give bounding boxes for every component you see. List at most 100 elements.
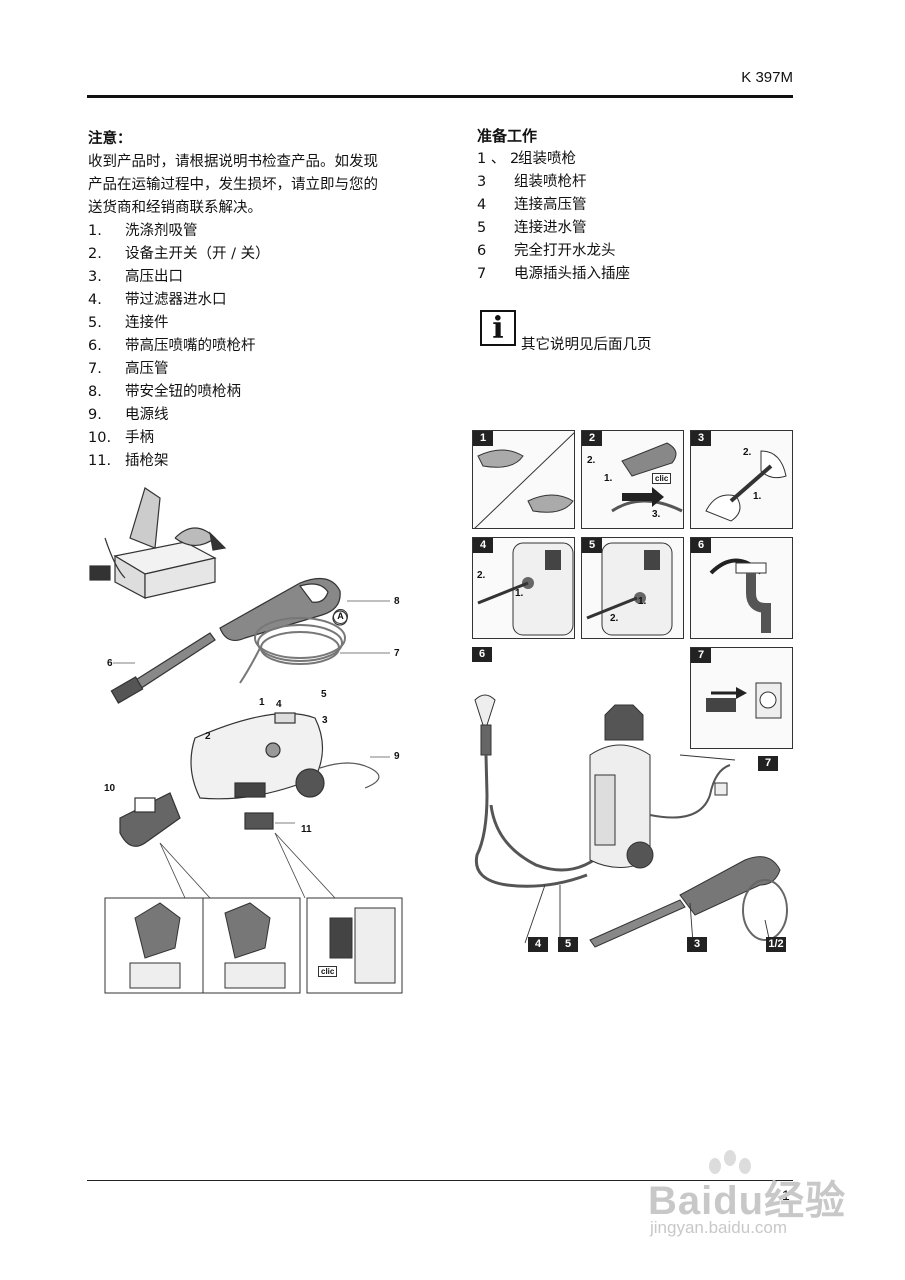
- step-badge: 2: [582, 431, 602, 446]
- callout-label: 11: [301, 824, 312, 835]
- step-badge: 6: [691, 538, 711, 553]
- step-mark: 1.: [753, 491, 762, 502]
- step-panel-5: 5 1. 2.: [581, 537, 684, 639]
- step-mark: 3.: [652, 509, 661, 520]
- info-text: 其它说明见后面几页: [521, 337, 652, 353]
- power-cord: [649, 764, 731, 819]
- callout-tag: 1/2: [766, 937, 786, 952]
- footer-rule: [87, 1180, 793, 1181]
- assembly-inset: [104, 897, 403, 994]
- watermark-logo: Baidu经验: [648, 1179, 847, 1223]
- step-panel-2: 2 2. 1. 3. clic: [581, 430, 684, 529]
- step-6-illustration: [709, 558, 771, 633]
- parts-item: 4.带过滤器进水口: [88, 292, 227, 308]
- step-badge: 3: [691, 431, 711, 446]
- parts-item: 1.洗涤剂吸管: [88, 223, 198, 239]
- step-mark: 1.: [638, 596, 647, 607]
- note-line: 送货商和经销商联系解决。: [88, 200, 262, 216]
- note-body: 收到产品时，请根据说明书检查产品。如发现 产品在运输过程中，发生损坏，请立即与您…: [88, 151, 433, 220]
- step-mark: 1.: [604, 473, 613, 484]
- callout-label: 9: [394, 751, 400, 762]
- parts-item: 8.带安全钮的喷枪柄: [88, 384, 241, 400]
- handle-part: [119, 792, 181, 847]
- callout-label: 8: [394, 596, 400, 607]
- step-badge: 1: [473, 431, 493, 446]
- step-mark: 2.: [743, 447, 752, 458]
- callout-tag: 5: [558, 937, 578, 952]
- prep-title: 准备工作: [477, 127, 538, 145]
- callout-label: 5: [321, 689, 327, 700]
- gun-and-lance: [589, 856, 788, 948]
- callout-label: 1: [259, 697, 265, 708]
- unboxing-illustration: [89, 487, 227, 599]
- step-2-illustration: [611, 442, 683, 513]
- paw-icon: [709, 1150, 751, 1174]
- step-mark: 2.: [587, 455, 596, 466]
- step-4-illustration: [477, 542, 574, 636]
- step-panel-1: 1: [472, 430, 575, 529]
- parts-item: 6.带高压喷嘴的喷枪杆: [88, 338, 256, 354]
- callout-label: 10: [104, 783, 116, 794]
- callout-tag: 7: [758, 756, 778, 771]
- pressure-washer-unit: [190, 712, 380, 800]
- step-mark: 2.: [477, 570, 486, 581]
- callout-label: 7: [394, 648, 400, 659]
- note-line: 收到产品时，请根据说明书检查产品。如发现: [88, 154, 378, 170]
- clic-label: clic: [652, 473, 672, 484]
- parts-item: 11.插枪架: [88, 453, 169, 469]
- step-7-illustration: [706, 682, 782, 719]
- washer-unit: [589, 704, 654, 869]
- info-icon: i: [480, 310, 516, 346]
- parts-item: 10.手柄: [88, 430, 154, 446]
- callout-tag: 6: [472, 647, 492, 662]
- step-panel-6: 6: [690, 537, 793, 639]
- page-number: 1: [782, 1187, 790, 1203]
- step-badge: 7: [691, 648, 711, 663]
- spray-gun-handle: [219, 577, 348, 641]
- step-mark: 2.: [610, 613, 619, 624]
- step-panel-7: 7: [690, 647, 793, 749]
- holder-part: [244, 812, 274, 830]
- note-title: 注意：: [88, 131, 132, 147]
- water-hose: [474, 754, 608, 888]
- parts-item: 5.连接件: [88, 315, 169, 331]
- high-pressure-hose: [239, 617, 346, 684]
- step-5-illustration: [586, 542, 673, 636]
- step-3-illustration: [705, 450, 787, 522]
- note-line: 产品在运输过程中，发生损坏，请立即与您的: [88, 177, 378, 193]
- step-badge: 5: [582, 538, 602, 553]
- step-badge: 4: [473, 538, 493, 553]
- step-panel-3: 3 2. 1.: [690, 430, 793, 529]
- callout-label: A: [333, 609, 348, 624]
- header-rule: [87, 95, 793, 98]
- parts-exploded-diagram: [89, 487, 403, 994]
- callout-label: 3: [322, 715, 328, 726]
- parts-item: 2.设备主开关（开 / 关）: [88, 246, 270, 262]
- faucet-illustration: [474, 694, 496, 756]
- clic-label: clic: [318, 966, 338, 977]
- assembly-overview-diagram: [474, 694, 788, 948]
- model-name: K 397M: [741, 69, 793, 86]
- callout-label: 6: [107, 658, 113, 669]
- spray-lance: [110, 632, 216, 704]
- watermark-url: jingyan.baidu.com: [650, 1218, 788, 1237]
- callout-label: 2: [205, 731, 211, 742]
- parts-item: 3.高压出口: [88, 269, 183, 285]
- parts-item: 9.电源线: [88, 407, 169, 423]
- left-column: 注意： 收到产品时，请根据说明书检查产品。如发现 产品在运输过程中，发生损坏，请…: [88, 128, 438, 473]
- callout-tag: 3: [687, 937, 707, 952]
- parts-item: 7.高压管: [88, 361, 169, 377]
- callout-label: 4: [276, 699, 282, 710]
- parts-list: 1.洗涤剂吸管 2.设备主开关（开 / 关） 3.高压出口 4.带过滤器进水口 …: [88, 220, 438, 473]
- step-mark: 1.: [515, 588, 524, 599]
- step-panel-4: 4 2. 1.: [472, 537, 575, 639]
- baidu-watermark: Baidu经验 jingyan.baidu.com: [630, 1150, 860, 1250]
- step-1-illustration: [474, 432, 574, 528]
